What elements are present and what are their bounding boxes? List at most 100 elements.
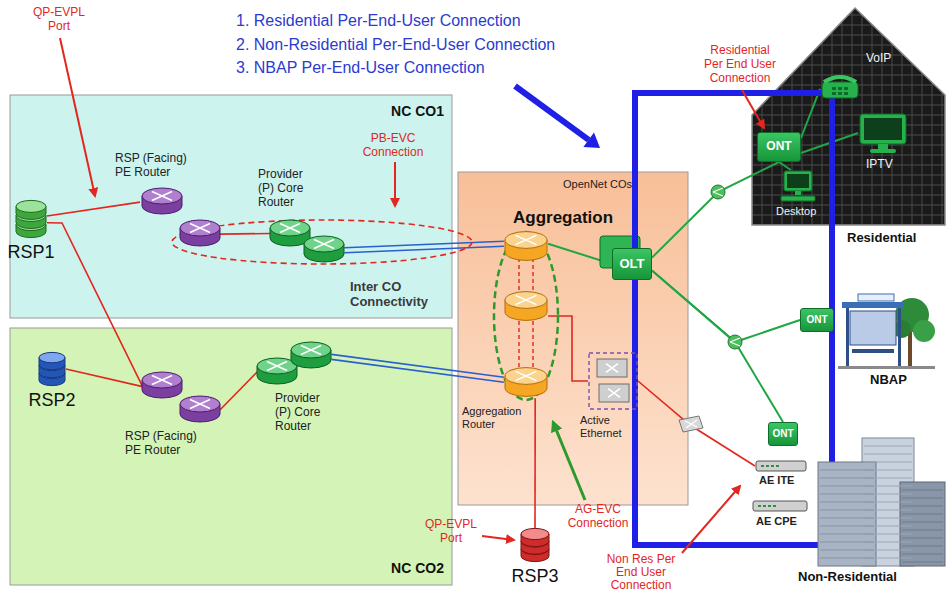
text-holder: Residential Per End User Connection <box>700 44 780 85</box>
desktop-icon: Desktop <box>780 170 816 202</box>
router-pair-art <box>255 342 333 387</box>
callout-text: QP-EVPL Port <box>420 518 482 546</box>
text-holder: AE ITE <box>759 474 809 487</box>
leader-arrows <box>60 38 764 553</box>
switch-group-art <box>588 352 638 410</box>
text-holder: 1. Residential Per-End-User Connection <box>236 12 656 30</box>
tv-icon: IPTV <box>858 112 908 154</box>
site-region: NC CO2RSP2RSP (Facing) PE RouterProvider… <box>10 328 452 585</box>
text-holder: Aggregation Router <box>462 405 526 430</box>
node-label: Aggregation <box>513 208 633 228</box>
link-line <box>220 372 257 410</box>
pointer-arrow <box>515 86 600 148</box>
node-label: Provider (P) Core Router <box>275 392 335 433</box>
callout-text: Residential Per End User Connection <box>700 44 780 85</box>
callout-text: QP-EVPL Port <box>28 6 90 34</box>
node-label: RSP2 <box>24 390 80 411</box>
office-building: Non-Residential <box>808 438 946 566</box>
region-title: OpenNet COs <box>563 178 653 191</box>
node-label: Aggregation Router <box>462 405 526 430</box>
link-line <box>535 398 536 528</box>
link-line <box>331 354 504 382</box>
device-icon-art <box>752 500 808 512</box>
link-path <box>652 270 800 342</box>
optical-splitter <box>711 185 725 199</box>
database-icon-art <box>520 528 550 562</box>
link-path <box>66 369 143 387</box>
text-holder: IPTV <box>866 158 906 172</box>
link-line <box>344 241 504 252</box>
node-label: Provider (P) Core Router <box>258 168 318 209</box>
text-holder: RSP (Facing) PE Router <box>125 430 207 458</box>
node-label: RSP1 <box>3 242 59 263</box>
device-icon: AE CPE <box>752 500 808 512</box>
link-line <box>47 202 140 216</box>
router-pair-art <box>140 188 225 252</box>
bus-shelter-art <box>838 293 935 371</box>
node-label: RSP3 <box>507 566 563 587</box>
desktop-icon-art <box>780 170 816 202</box>
bus-shelter: NBAP <box>838 293 935 371</box>
switch-group: Active Ethernet <box>588 352 638 410</box>
text-holder: RSP1 <box>3 242 59 263</box>
link-path <box>801 89 820 138</box>
text-holder: 2. Non-Residential Per-End-User Connecti… <box>236 36 656 54</box>
link-line <box>220 233 270 235</box>
text-holder: QP-EVPL Port <box>28 6 90 34</box>
text-holder: Non Res Per End User Connection <box>602 553 680 592</box>
text-holder: AG-EVC Connection <box>565 503 631 531</box>
text-holder: Provider (P) Core Router <box>258 168 318 209</box>
callout-text: Non Res Per End User Connection <box>602 553 680 592</box>
node-label: ONT <box>772 428 793 440</box>
link-line <box>638 381 755 466</box>
router-pair-art <box>268 220 346 265</box>
node-label: RSP (Facing) PE Router <box>115 152 197 180</box>
text-holder: VoIP <box>866 52 906 66</box>
node-label: ONT <box>766 140 791 154</box>
terminal-box: ONT <box>757 132 801 162</box>
link-path <box>331 359 504 382</box>
callout-text: 2. Non-Residential Per-End-User Connecti… <box>236 36 656 54</box>
node-label: AE CPE <box>756 515 806 528</box>
text-holder: RSP3 <box>507 566 563 587</box>
link-line <box>548 316 588 381</box>
text-holder: PB-EVC Connection <box>355 132 431 160</box>
node-label: Active Ethernet <box>580 414 630 439</box>
router-pair: RSP (Facing) PE Router <box>140 372 225 424</box>
text-holder: Non-Residential <box>798 570 938 585</box>
ethernet-switch <box>679 416 703 432</box>
text-holder: Inter CO Connectivity <box>350 280 434 310</box>
text-holder: OpenNet COs <box>563 178 653 191</box>
tv-icon-art <box>858 112 908 154</box>
link-path <box>638 381 755 466</box>
text-holder: NC CO2 <box>380 560 444 576</box>
callout-text: 1. Residential Per-End-User Connection <box>236 12 656 30</box>
database-icon-art <box>15 200 47 238</box>
node-label: OLT <box>619 257 644 272</box>
region-fill <box>458 172 688 505</box>
node-label: RSP (Facing) PE Router <box>125 430 207 458</box>
node-label: Residential <box>847 231 937 246</box>
link-path <box>344 246 504 252</box>
router-pair: Provider (P) Core Router <box>255 342 333 387</box>
node-label: Desktop <box>776 205 824 218</box>
router-pair: RSP (Facing) PE Router <box>140 188 225 252</box>
terminal-box: ONT <box>800 308 834 332</box>
database-icon: RSP2 <box>38 352 66 386</box>
link-path <box>220 233 270 235</box>
region-title: NC CO1 <box>380 103 444 119</box>
house-fill <box>752 5 945 227</box>
terminal-box: OLT <box>612 248 652 280</box>
office-building-art <box>808 438 946 566</box>
pb-evc-dashed-loop <box>172 220 472 264</box>
link-path <box>220 372 257 410</box>
device-icon-art <box>755 460 807 472</box>
text-holder: AE CPE <box>756 515 806 528</box>
text-holder: NC CO1 <box>380 103 444 119</box>
phone-icon-art <box>820 72 860 100</box>
node-label: VoIP <box>866 52 906 66</box>
